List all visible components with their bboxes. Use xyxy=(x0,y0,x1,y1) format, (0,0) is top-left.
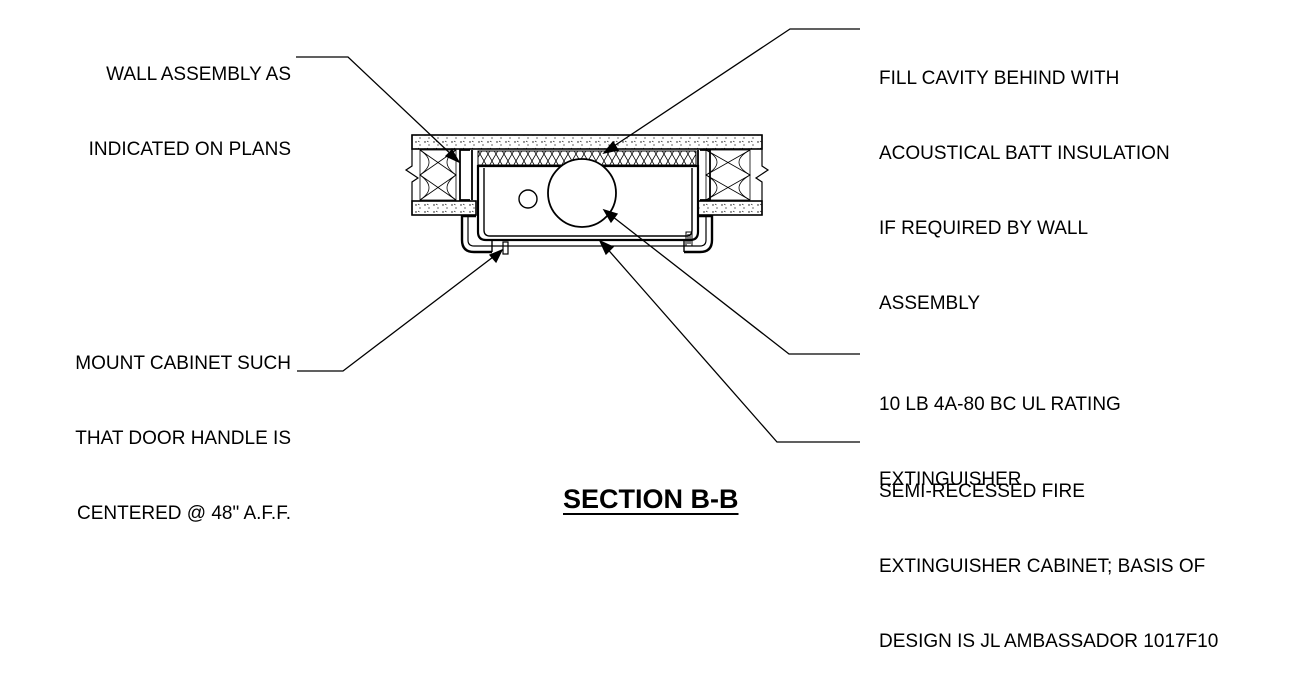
right-batt-insulation xyxy=(705,149,751,201)
leader-lines xyxy=(296,28,860,443)
note-line: MOUNT CABINET SUCH xyxy=(75,353,291,374)
note-line: SEMI-RECESSED FIRE xyxy=(879,481,1085,502)
back-gypsum-board xyxy=(411,134,763,150)
door-hinge xyxy=(685,231,693,247)
note-mount-cabinet: MOUNT CABINET SUCH THAT DOOR HANDLE IS C… xyxy=(75,301,291,551)
note-extinguisher: 10 LB 4A-80 BC UL RATING EXTINGUISHER xyxy=(879,342,1121,517)
left-stud xyxy=(459,149,470,201)
front-gypsum-right xyxy=(697,200,763,216)
break-line-left xyxy=(404,135,420,215)
extinguisher-valve xyxy=(518,189,538,209)
door-handle xyxy=(502,241,509,255)
note-line: DESIGN IS JL AMBASSADOR 1017F10 xyxy=(879,631,1219,652)
note-line: WALL ASSEMBLY AS xyxy=(106,64,291,85)
note-wall-assembly: WALL ASSEMBLY AS INDICATED ON PLANS xyxy=(89,12,291,187)
note-line: THAT DOOR HANDLE IS xyxy=(75,428,291,449)
note-line: ASSEMBLY xyxy=(879,293,981,314)
extinguisher-body xyxy=(547,158,617,228)
wall-assembly xyxy=(404,134,770,216)
right-stud xyxy=(700,149,711,201)
note-line: EXTINGUISHER xyxy=(879,469,1022,490)
note-line: IF REQUIRED BY WALL xyxy=(879,218,1089,239)
extinguisher xyxy=(518,158,617,228)
note-fill-cavity: FILL CAVITY BEHIND WITH ACOUSTICAL BATT … xyxy=(879,16,1170,341)
section-drawing xyxy=(296,28,860,443)
break-line-right xyxy=(754,135,770,215)
note-line: 10 LB 4A-80 BC UL RATING xyxy=(879,394,1121,415)
front-gypsum-left xyxy=(411,200,477,216)
section-title: SECTION B-B xyxy=(563,484,739,514)
note-cabinet: SEMI-RECESSED FIRE EXTINGUISHER CABINET;… xyxy=(879,429,1218,679)
note-line: CENTERED @ 48" A.F.F. xyxy=(77,503,291,524)
note-line: ACOUSTICAL BATT INSULATION xyxy=(879,143,1170,164)
note-line: FILL CAVITY BEHIND WITH xyxy=(879,68,1120,89)
left-batt-insulation xyxy=(419,149,457,201)
note-line: INDICATED ON PLANS xyxy=(88,139,291,160)
note-line: EXTINGUISHER CABINET; BASIS OF xyxy=(879,556,1206,577)
